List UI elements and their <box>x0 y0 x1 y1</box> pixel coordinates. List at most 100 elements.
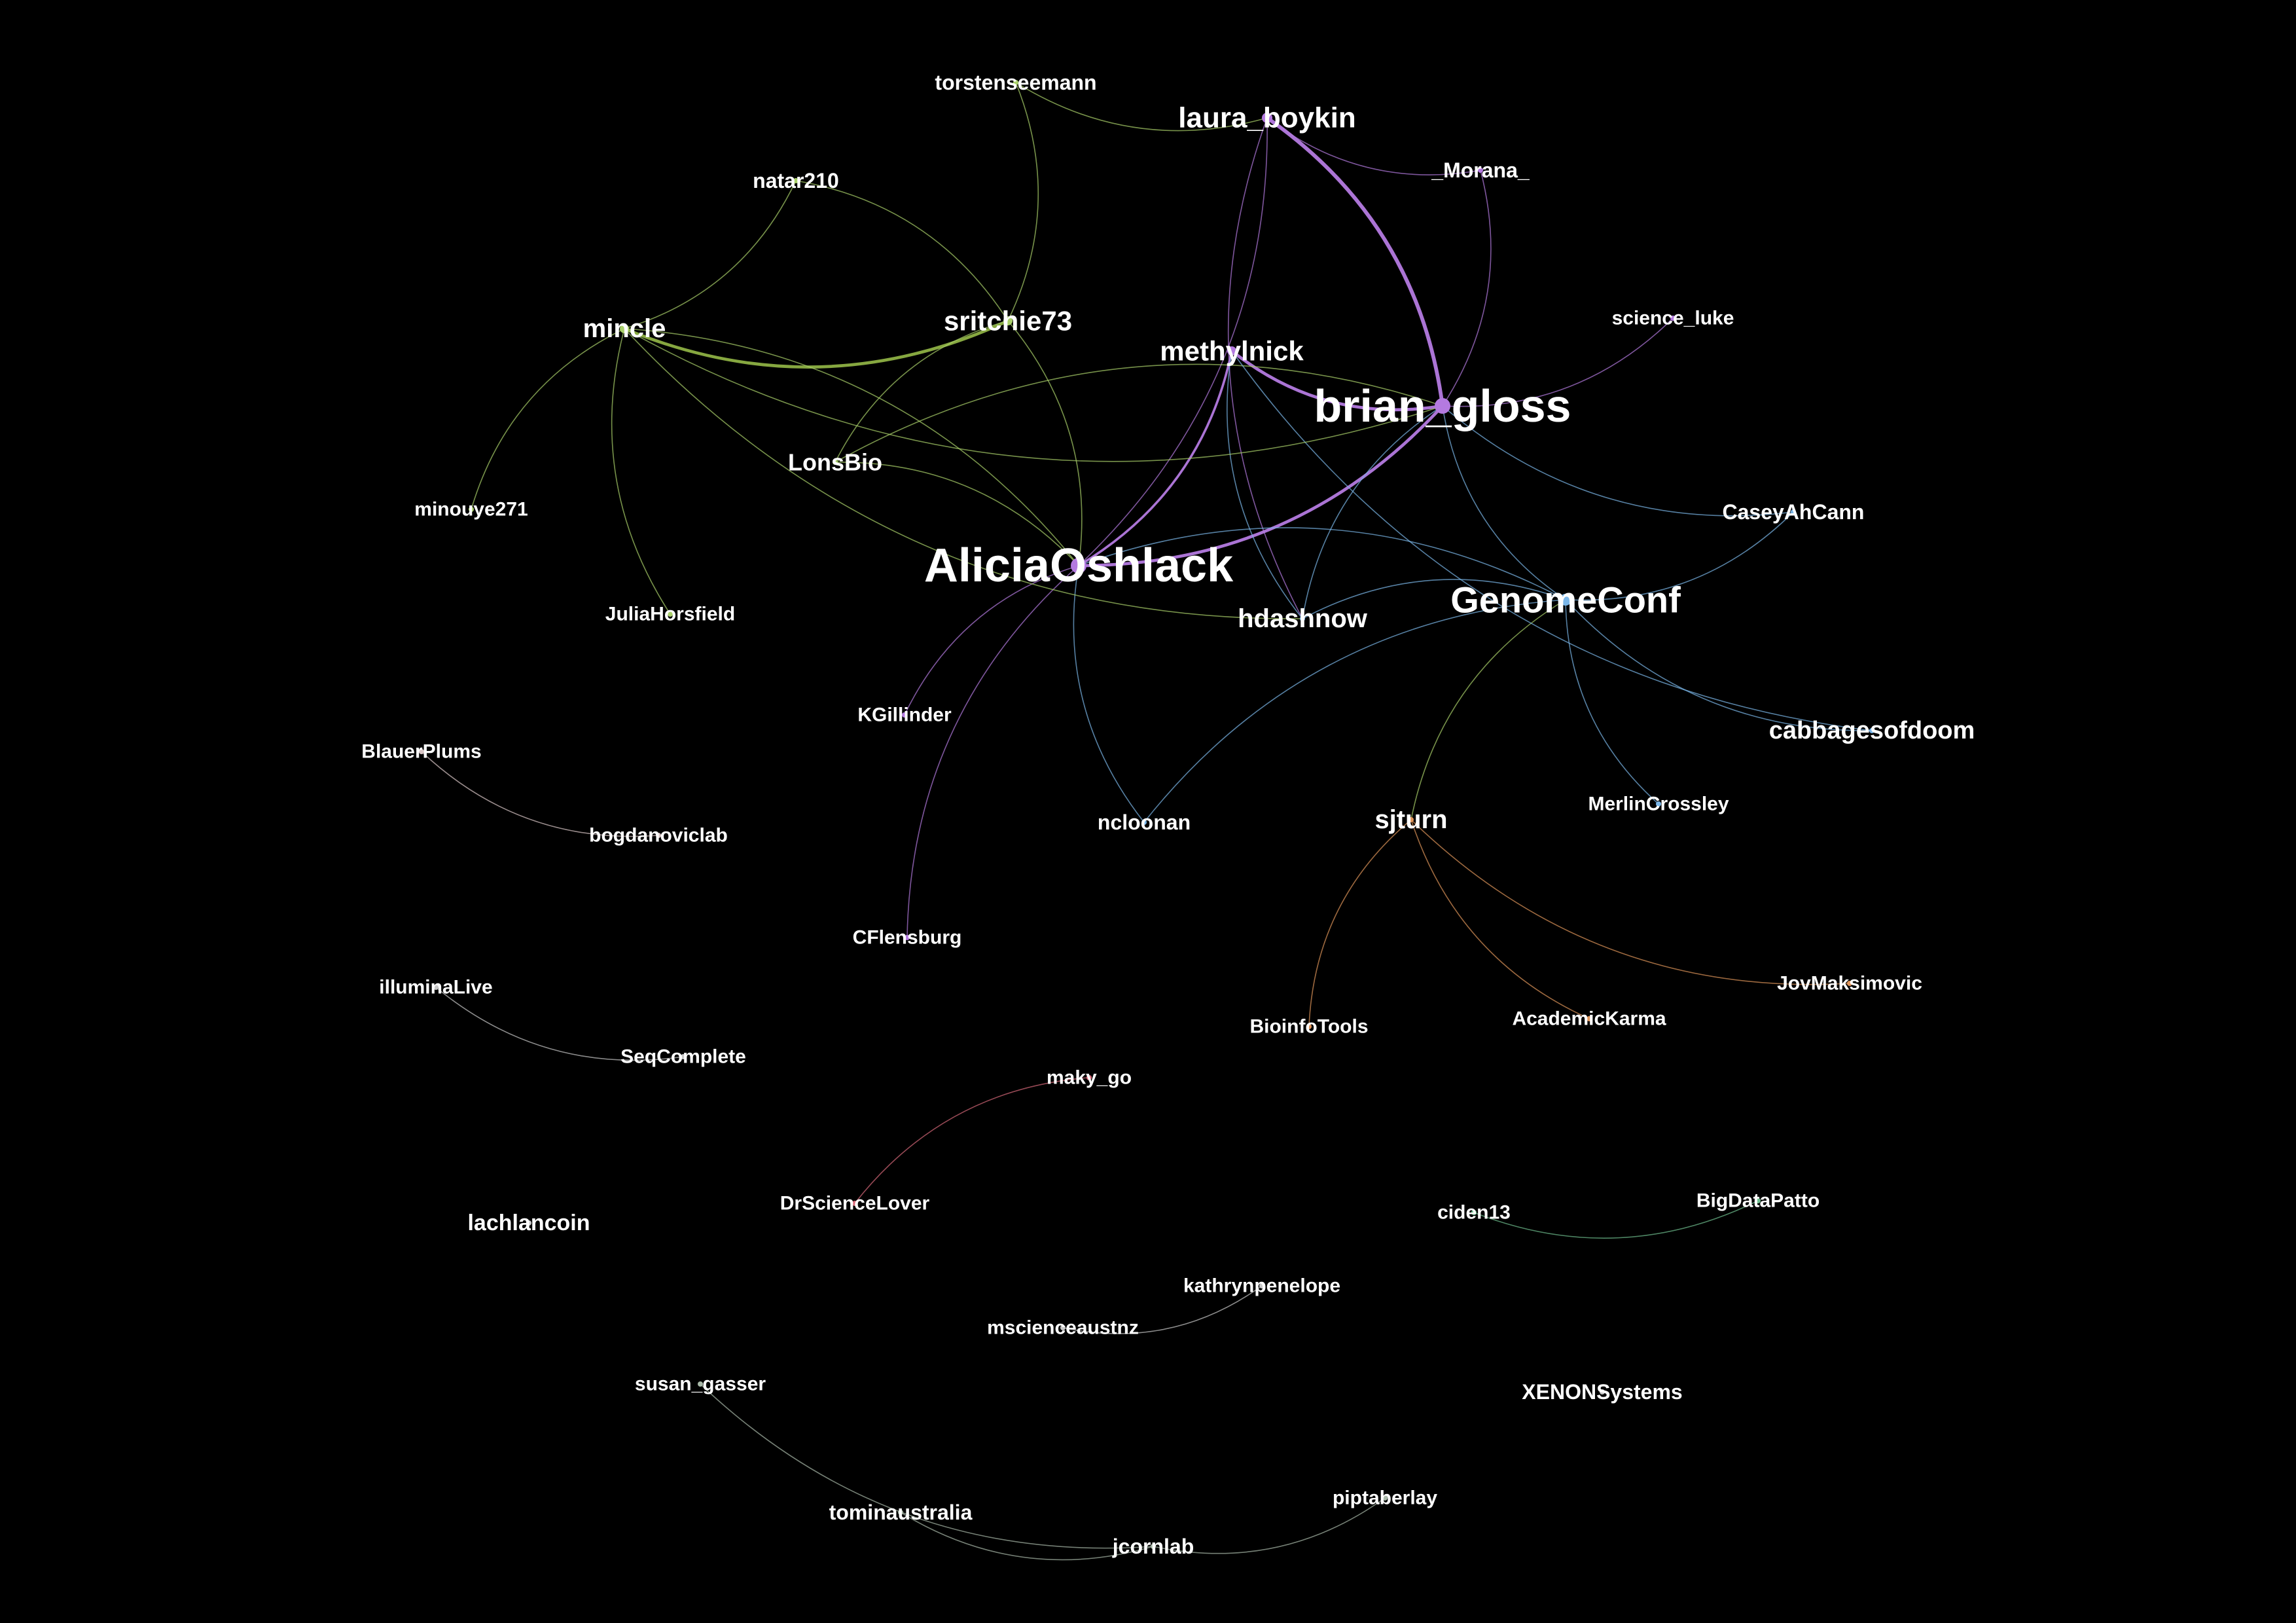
node-susan-gasser[interactable] <box>698 1381 703 1387</box>
node-morana[interactable] <box>1478 168 1483 173</box>
node-label-torstenseemann: torstenseemann <box>935 71 1096 94</box>
edge-brian-gloss-science-luke <box>1442 318 1674 407</box>
edge-aliciaoshlack-brian-gloss <box>1078 405 1444 568</box>
node-natar210[interactable] <box>793 178 798 183</box>
node-label-kgillinder: KGillinder <box>857 704 952 726</box>
node-ciden13[interactable] <box>1471 1210 1477 1215</box>
node-methylnick[interactable] <box>1227 346 1236 356</box>
edge-laura-boykin-morana <box>1266 117 1481 175</box>
node-maky-go[interactable] <box>1086 1075 1092 1080</box>
edge-methylnick-hdashnow <box>1227 350 1303 619</box>
edge-brian-gloss-caseyahcann <box>1442 405 1794 517</box>
node-juliahorsfield[interactable] <box>668 611 673 617</box>
edge-laura-boykin-hdashnow <box>1227 117 1303 619</box>
node-cflensburg[interactable] <box>905 935 910 940</box>
edge-brian-gloss-hdashnow <box>1302 405 1443 619</box>
edge-jcornlab-piptaberlay <box>1153 1497 1386 1554</box>
edge-genomeconf-sjturn <box>1410 599 1566 820</box>
node-jcornlab[interactable] <box>1151 1544 1156 1549</box>
node-kathrynpenelope[interactable] <box>1259 1283 1265 1288</box>
node-label-morana: _Morana_ <box>1431 158 1530 182</box>
node-xenonsystems[interactable] <box>1600 1389 1605 1395</box>
node-label-minouye271: minouye271 <box>414 499 528 520</box>
edge-genomeconf-merlincrossley <box>1565 599 1659 805</box>
node-ncloonan[interactable] <box>1141 820 1147 825</box>
edge-aliciaoshlack-mincle <box>624 328 1079 566</box>
edge-sritchie73-natar210 <box>795 180 1009 321</box>
node-label-jovmaksimovic: JovMaksimovic <box>1777 973 1922 994</box>
node-label-genomeconf: GenomeConf <box>1450 579 1681 621</box>
edge-mincle-juliahorsfield <box>611 328 671 615</box>
node-illuminalive[interactable] <box>433 985 439 990</box>
node-laura-boykin[interactable] <box>1262 113 1272 123</box>
node-minouye271[interactable] <box>469 507 474 512</box>
node-label-lachlancoin: lachlancoin <box>467 1211 590 1235</box>
node-genomeconf[interactable] <box>1560 594 1571 606</box>
graph-labels: AliciaOshlackbrian_glossGenomeConflaura_… <box>361 71 1975 1558</box>
edge-methylnick-brian-gloss <box>1230 350 1443 412</box>
node-drsciencelover[interactable] <box>852 1201 857 1206</box>
node-label-mincle: mincle <box>583 314 666 343</box>
node-sritchie73[interactable] <box>1003 316 1013 325</box>
node-piptaberlay[interactable] <box>1382 1495 1388 1501</box>
node-bogdanoviclab[interactable] <box>656 833 661 838</box>
node-lachlancoin[interactable] <box>526 1220 531 1226</box>
edge-aliciaoshlack-laura-boykin <box>1078 117 1268 566</box>
node-jovmaksimovic[interactable] <box>1847 981 1852 986</box>
node-caseyahcann[interactable] <box>1791 509 1796 515</box>
node-label-caseyahcann: CaseyAhCann <box>1723 500 1865 524</box>
node-cabbagesofdoom[interactable] <box>1869 728 1874 733</box>
node-lonsbio[interactable] <box>833 460 838 465</box>
edge-genomeconf-cabbagesofdoom <box>1565 599 1873 731</box>
edge-aliciaoshlack-lonsbio <box>834 462 1079 566</box>
node-aliciaoshlack[interactable] <box>1071 558 1086 574</box>
edge-brian-gloss-laura-boykin <box>1266 116 1444 407</box>
edge-genomeconf-hdashnow <box>1302 579 1566 619</box>
node-label-blauerplums: BlauerPlums <box>361 741 481 763</box>
edge-sjturn-academickarma <box>1410 819 1590 1019</box>
node-label-cflensburg: CFlensburg <box>853 927 962 949</box>
node-label-piptaberlay: piptaberlay <box>1333 1487 1437 1509</box>
node-tominaustralia[interactable] <box>898 1510 903 1515</box>
node-blauerplums[interactable] <box>419 749 424 754</box>
edge-mincle-brian-gloss <box>624 328 1443 462</box>
node-label-seqcomplete: SeqComplete <box>620 1046 746 1068</box>
node-label-tominaustralia: tominaustralia <box>829 1501 973 1524</box>
node-label-ciden13: ciden13 <box>1437 1202 1511 1224</box>
node-label-brian-gloss: brian_gloss <box>1314 380 1571 431</box>
node-label-mscienceaustnz: mscienceaustnz <box>987 1317 1139 1339</box>
edge-aliciaoshlack-sritchie73 <box>1007 320 1083 566</box>
node-hdashnow[interactable] <box>1300 616 1305 621</box>
edge-brian-gloss-lonsbio <box>834 363 1443 463</box>
node-label-maky-go: maky_go <box>1047 1067 1132 1089</box>
node-bigdatapatto[interactable] <box>1755 1198 1761 1203</box>
node-seqcomplete[interactable] <box>681 1054 686 1059</box>
node-label-lonsbio: LonsBio <box>788 449 882 476</box>
node-label-bigdatapatto: BigDataPatto <box>1696 1190 1820 1212</box>
node-label-illuminalive: illuminaLive <box>379 977 492 998</box>
node-mscienceaustnz[interactable] <box>1060 1325 1066 1330</box>
node-label-drsciencelover: DrScienceLover <box>780 1193 930 1214</box>
node-academickarma[interactable] <box>1587 1016 1592 1021</box>
node-bioinfotools[interactable] <box>1306 1024 1312 1029</box>
node-label-xenonsystems: XENONSystems <box>1522 1380 1682 1404</box>
node-torstenseemann[interactable] <box>1013 80 1018 85</box>
edge-mincle-natar210 <box>624 180 797 329</box>
node-science-luke[interactable] <box>1670 316 1676 321</box>
node-label-hdashnow: hdashnow <box>1238 604 1368 633</box>
node-label-aliciaoshlack: AliciaOshlack <box>924 539 1234 592</box>
edge-aliciaoshlack-ncloonan <box>1073 565 1145 823</box>
node-sjturn[interactable] <box>1408 817 1414 822</box>
node-label-merlincrossley: MerlinCrossley <box>1588 793 1729 815</box>
node-label-methylnick: methylnick <box>1160 336 1304 367</box>
edge-tominaustralia-jcornlab <box>900 1512 1154 1561</box>
node-label-academickarma: AcademicKarma <box>1512 1008 1666 1030</box>
node-mincle[interactable] <box>620 324 629 333</box>
node-brian-gloss[interactable] <box>1435 398 1450 414</box>
node-kgillinder[interactable] <box>902 712 907 718</box>
node-merlincrossley[interactable] <box>1656 801 1661 807</box>
node-label-juliahorsfield: JuliaHorsfield <box>605 604 735 625</box>
edge-susan-gasser-jcornlab <box>700 1383 1154 1549</box>
edge-mincle-minouye271 <box>471 328 625 510</box>
